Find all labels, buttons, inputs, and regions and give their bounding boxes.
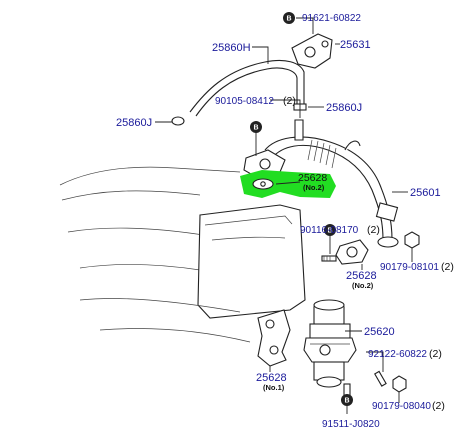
label-25620[interactable]: 25620 bbox=[364, 326, 395, 338]
stud-90116 bbox=[321, 255, 337, 262]
label-92122-60822[interactable]: 92122-60822 bbox=[368, 349, 427, 360]
highlight-gasket-25628 bbox=[240, 170, 336, 198]
gasket-25628-mid bbox=[335, 239, 369, 265]
label-25628-low[interactable]: 25628 bbox=[256, 372, 287, 384]
hose-25860h bbox=[171, 59, 307, 126]
gasket-25628-low bbox=[257, 309, 291, 367]
label-91511-j0820[interactable]: 91511-J0820 bbox=[322, 419, 380, 430]
label-25860j-left[interactable]: 25860J bbox=[116, 117, 152, 129]
qty-90116: (2) bbox=[367, 224, 380, 236]
qty-90105: (2) bbox=[283, 95, 296, 107]
qty-90179-b: (2) bbox=[432, 400, 445, 412]
nut-90179-b bbox=[392, 375, 407, 393]
bolt-marker-text: B bbox=[327, 228, 332, 235]
label-90179-08101[interactable]: 90179-08101 bbox=[380, 262, 439, 273]
label-90116-08170[interactable]: 90116-08170 bbox=[300, 225, 359, 236]
label-90105-08412[interactable]: 90105-08412 bbox=[215, 96, 274, 107]
bolt-marker-text: B bbox=[253, 125, 258, 132]
label-25601[interactable]: 25601 bbox=[410, 187, 441, 199]
qty-92122: (2) bbox=[429, 348, 442, 360]
bolt-marker-text: B bbox=[286, 16, 291, 23]
nut-90179-a bbox=[404, 231, 420, 249]
bracket-25631 bbox=[291, 33, 333, 69]
label-25628-top[interactable]: 25628 bbox=[298, 172, 327, 184]
qty-90179-a: (2) bbox=[441, 261, 454, 273]
label-25860h[interactable]: 25860H bbox=[212, 42, 251, 54]
label-25860j-right[interactable]: 25860J bbox=[326, 102, 362, 114]
bolt-marker-upper: B bbox=[250, 121, 262, 133]
engine-block bbox=[59, 166, 306, 343]
label-25628-mid[interactable]: 25628 bbox=[346, 270, 377, 282]
note-25628-mid: (No.2) bbox=[352, 281, 374, 290]
stud-92122 bbox=[374, 370, 387, 387]
note-25628-top: (No.2) bbox=[303, 183, 325, 192]
note-25628-low: (No.1) bbox=[263, 383, 285, 392]
bolt-marker-top: B bbox=[283, 12, 295, 24]
bolt-marker-bottom: B bbox=[341, 394, 353, 406]
label-91621-60822[interactable]: 91621-60822 bbox=[302, 13, 361, 24]
bolt-marker-mid: B bbox=[324, 224, 336, 236]
label-90179-08040[interactable]: 90179-08040 bbox=[372, 401, 431, 412]
label-25631[interactable]: 25631 bbox=[340, 39, 371, 51]
bolt-marker-text: B bbox=[344, 398, 349, 405]
egr-valve-25620 bbox=[303, 299, 357, 388]
